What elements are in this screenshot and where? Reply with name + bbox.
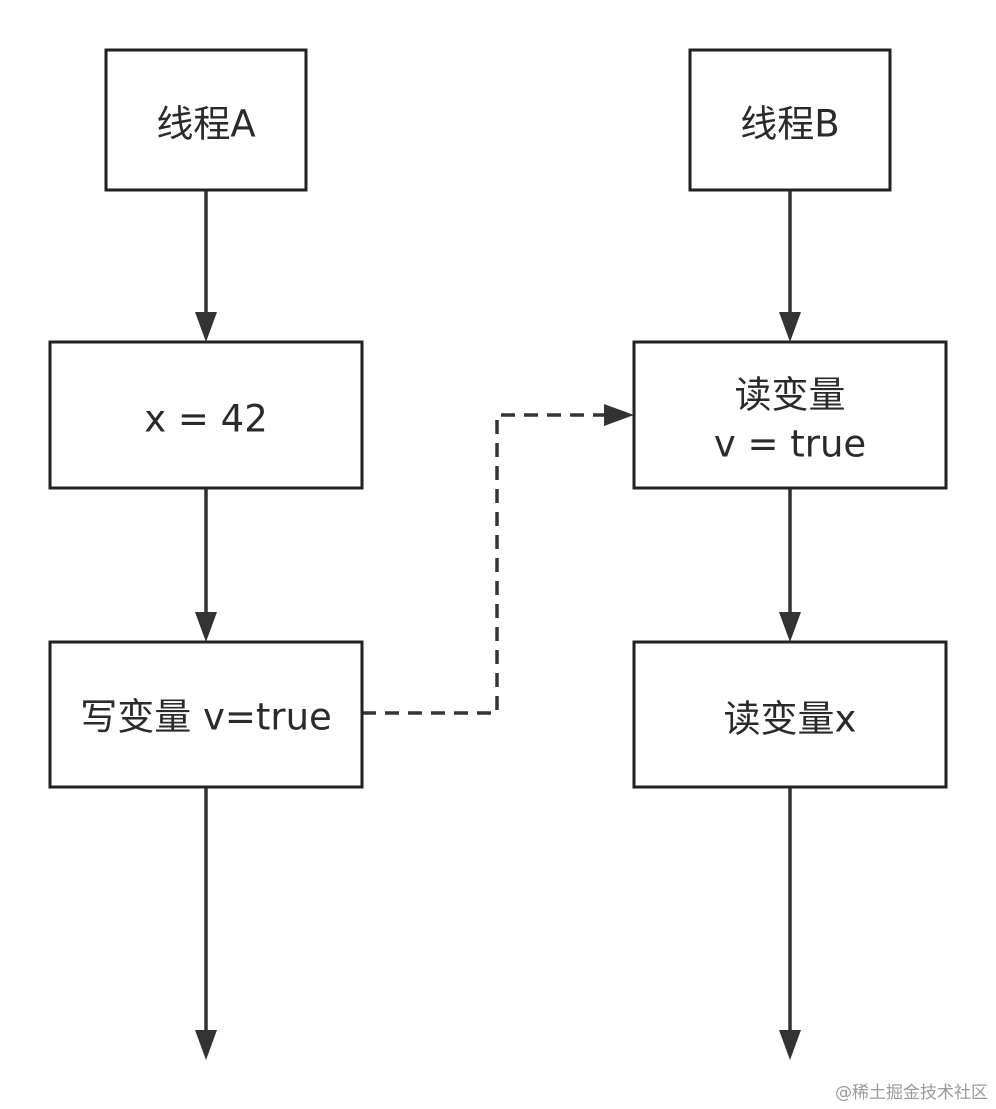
edge-read-x-down bbox=[779, 787, 801, 1060]
node-write-x-label: x = 42 bbox=[144, 398, 268, 441]
node-read-x-label: 读变量x bbox=[724, 698, 857, 741]
node-write-v: 写变量 v=true bbox=[48, 640, 364, 789]
edge-write-v-down bbox=[195, 787, 217, 1060]
edge-thread-a-to-write-x bbox=[195, 190, 217, 342]
edge-thread-b-to-read-v bbox=[779, 190, 801, 342]
node-read-v: 读变量 v = true bbox=[632, 340, 948, 490]
node-thread-b-label: 线程B bbox=[740, 103, 839, 146]
watermark: @稀土掘金技术社区 bbox=[835, 1083, 988, 1103]
node-thread-b: 线程B bbox=[688, 48, 892, 192]
edge-read-v-to-read-x bbox=[779, 488, 801, 642]
node-thread-a: 线程A bbox=[104, 48, 308, 192]
edge-write-x-to-write-v bbox=[195, 488, 217, 642]
node-thread-a-label: 线程A bbox=[156, 103, 255, 146]
edge-write-v-to-read-v-dashed bbox=[362, 404, 634, 715]
node-read-v-line2: v = true bbox=[714, 423, 866, 466]
node-read-x: 读变量x bbox=[632, 640, 948, 789]
node-write-x: x = 42 bbox=[48, 340, 364, 490]
node-write-v-label: 写变量 v=true bbox=[80, 696, 332, 739]
node-read-v-line1: 读变量 bbox=[735, 374, 846, 417]
